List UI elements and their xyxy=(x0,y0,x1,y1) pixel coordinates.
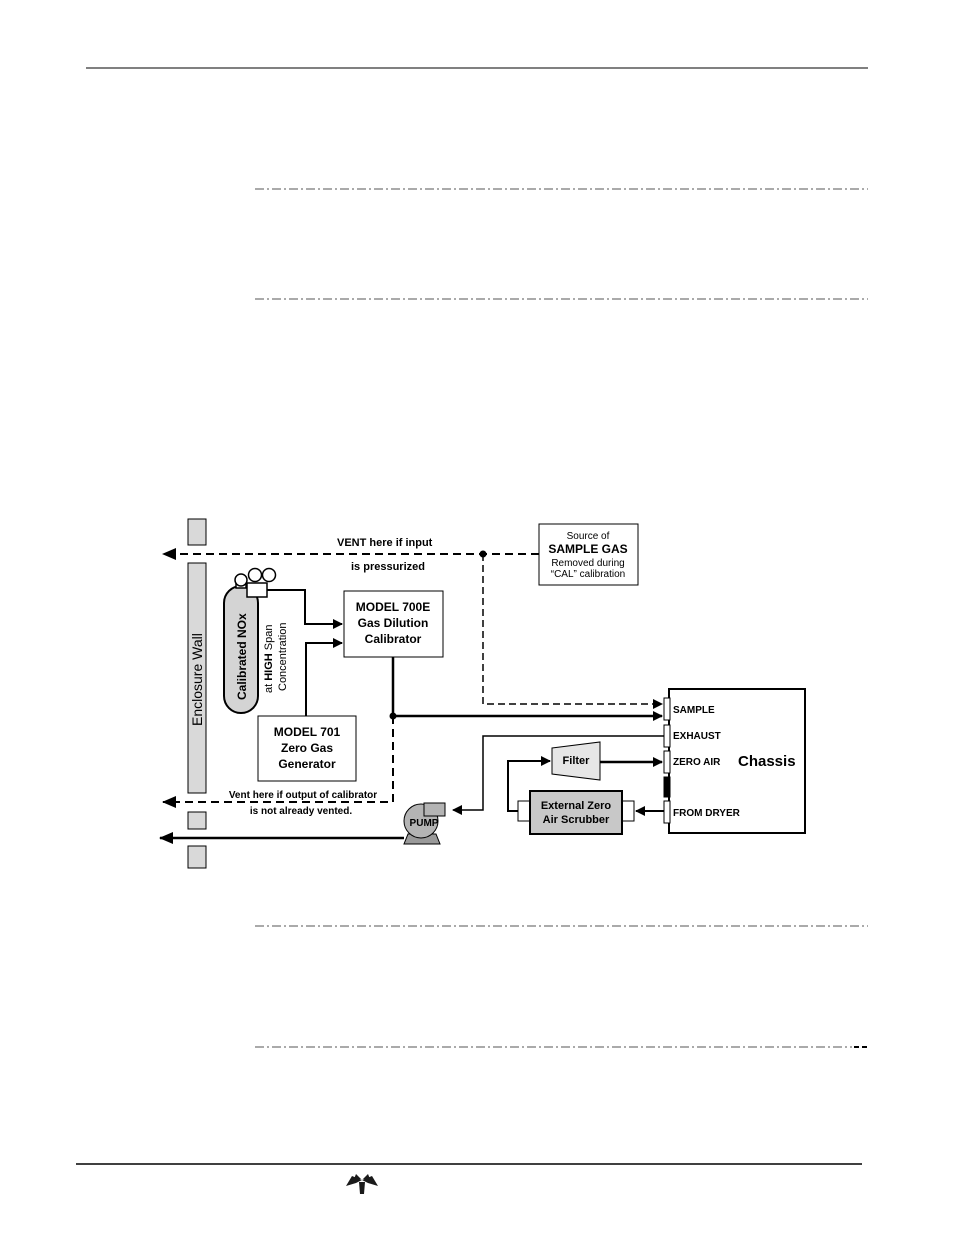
model-700e-calibrator-box: MODEL 700E Gas Dilution Calibrator xyxy=(343,590,444,658)
sample-gas-dashed-line xyxy=(482,554,663,709)
port-from-dryer xyxy=(663,800,671,824)
port-zero-air xyxy=(663,750,671,774)
external-zero-air-scrubber: External Zero Air Scrubber xyxy=(517,790,635,835)
filter: Filter xyxy=(551,741,601,781)
model-701-generator-box: MODEL 701 Zero Gas Generator xyxy=(257,715,357,782)
pump: PUMP xyxy=(403,802,446,845)
sample-source-line4: “CAL” calibration xyxy=(551,569,625,580)
regulator-gauge-icon xyxy=(247,567,263,583)
calibrator-output-line xyxy=(391,657,663,721)
section-separators xyxy=(255,188,868,1048)
span-concentration-line1: at HIGH Span xyxy=(263,625,275,693)
port-sample xyxy=(663,697,671,721)
vent-calibrator-line2: is not already vented. xyxy=(250,806,352,817)
model-700e-line3: Calibrator xyxy=(365,632,422,646)
pump-label: PUMP xyxy=(410,818,439,829)
port-blocked xyxy=(663,776,671,798)
regulator-gauge-icon xyxy=(234,573,248,587)
model-701-line1: MODEL 701 xyxy=(274,725,341,739)
calibrator-vent-dashed-line xyxy=(162,716,394,808)
port-label-zero-air: ZERO AIR xyxy=(673,757,721,768)
gas-cylinder: Calibrated NOx xyxy=(223,567,277,714)
port-label-exhaust: EXHAUST xyxy=(673,731,721,742)
zero-gen-to-calibrator-line xyxy=(305,638,343,716)
port-label-sample: SAMPLE xyxy=(673,705,715,716)
company-logo-icon xyxy=(346,1174,378,1194)
analyzer-chassis: SAMPLE EXHAUST ZERO AIR FROM DRYER Chass… xyxy=(663,688,806,834)
sample-source-line1: Source of xyxy=(567,531,610,542)
scrubber-line1: External Zero xyxy=(541,800,612,812)
enclosure-wall: Enclosure Wall xyxy=(187,518,207,869)
span-concentration-line2: Concentration xyxy=(277,623,289,692)
model-701-line2: Zero Gas xyxy=(281,741,333,755)
cylinder-label: Calibrated NOx xyxy=(235,613,249,700)
model-701-line3: Generator xyxy=(278,757,336,771)
exhaust-to-pump-line xyxy=(452,735,666,815)
sample-gas-source-box: Source of SAMPLE GAS Removed during “CAL… xyxy=(538,523,639,586)
chassis-label: Chassis xyxy=(738,753,796,770)
enclosure-wall-label: Enclosure Wall xyxy=(189,633,205,726)
port-label-from-dryer: FROM DRYER xyxy=(673,808,741,819)
model-700e-line2: Gas Dilution xyxy=(358,616,429,630)
filter-label: Filter xyxy=(563,755,591,767)
sample-source-line3: Removed during xyxy=(551,558,624,569)
regulator-gauge-icon xyxy=(261,567,277,583)
model-700e-line1: MODEL 700E xyxy=(356,600,430,614)
scrubber-line2: Air Scrubber xyxy=(543,814,610,826)
vent-label-line2: is pressurized xyxy=(351,561,425,573)
sample-source-line2: SAMPLE GAS xyxy=(548,542,627,556)
cylinder-to-calibrator-line xyxy=(267,589,343,629)
vent-calibrator-line1: Vent here if output of calibrator xyxy=(229,790,377,801)
scrubber-to-filter-line xyxy=(507,756,551,812)
port-exhaust xyxy=(663,724,671,748)
vent-label: VENT here if input xyxy=(337,537,433,549)
